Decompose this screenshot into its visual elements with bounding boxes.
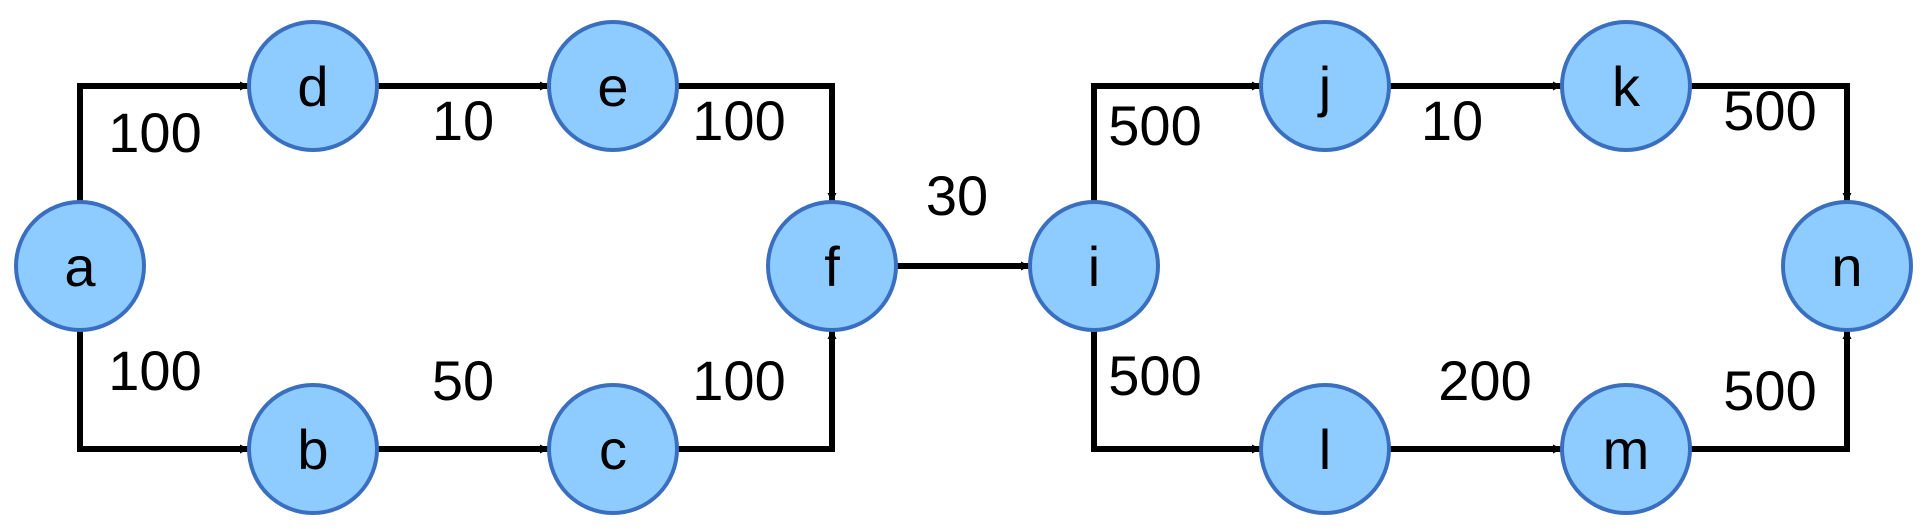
- edge-d-e: 10: [377, 81, 549, 152]
- node-a: a: [14, 200, 146, 332]
- node-label: m: [1603, 418, 1650, 481]
- node-label: e: [597, 55, 628, 118]
- edge-k-n: 500: [1690, 79, 1852, 202]
- node-c: c: [547, 383, 679, 515]
- edge-weight-label: 30: [926, 164, 988, 227]
- edge-weight-label: 100: [108, 339, 201, 402]
- edge-weight-label: 100: [692, 89, 785, 152]
- edge-weight-label: 100: [108, 101, 201, 164]
- edge-l-m: 200: [1389, 349, 1562, 454]
- node-circle: [1259, 383, 1391, 515]
- edge-weight-label: 500: [1723, 359, 1816, 422]
- edge-arrow: [1091, 81, 1261, 202]
- node-f: f: [766, 200, 898, 332]
- node-circle: [547, 20, 679, 152]
- node-label: n: [1831, 235, 1862, 298]
- edge-weight-label: 100: [692, 349, 785, 412]
- edge-weight-label: 500: [1108, 344, 1201, 407]
- node-circle: [1560, 383, 1692, 515]
- edge-m-n: 500: [1690, 330, 1852, 452]
- edge-arrow: [1690, 330, 1852, 452]
- node-label: j: [1317, 55, 1331, 118]
- node-circle: [547, 383, 679, 515]
- node-label: i: [1088, 235, 1100, 298]
- node-d: d: [247, 20, 379, 152]
- edge-weight-label: 10: [1421, 89, 1483, 152]
- edge-b-c: 50: [377, 349, 549, 454]
- node-circle: [766, 200, 898, 332]
- edge-a-d: 100: [77, 81, 249, 202]
- node-i: i: [1028, 200, 1160, 332]
- node-j: j: [1259, 20, 1391, 152]
- edge-layer: 100 10 100 100 50 100 30 500 10 500 500 200 500: [77, 79, 1852, 454]
- node-label: c: [599, 418, 627, 481]
- node-circle: [1560, 20, 1692, 152]
- node-n: n: [1781, 200, 1913, 332]
- node-label: a: [64, 235, 96, 298]
- edge-i-l: 500: [1091, 330, 1261, 454]
- node-label: l: [1319, 418, 1331, 481]
- node-circle: [247, 20, 379, 152]
- node-b: b: [247, 383, 379, 515]
- node-label: b: [297, 418, 328, 481]
- node-k: k: [1560, 20, 1692, 152]
- node-circle: [247, 383, 379, 515]
- node-circle: [1028, 200, 1160, 332]
- edge-f-i: 30: [896, 164, 1030, 271]
- edge-arrow: [677, 83, 837, 202]
- node-circle: [14, 200, 146, 332]
- edge-c-f: 100: [677, 330, 837, 452]
- edge-j-k: 10: [1389, 81, 1562, 152]
- node-circle: [1259, 20, 1391, 152]
- edge-e-f: 100: [677, 83, 837, 202]
- node-label: k: [1612, 55, 1641, 118]
- node-layer: a b c d e f i j k l m n: [14, 20, 1913, 515]
- edge-arrow: [77, 330, 249, 454]
- node-label: f: [824, 235, 840, 298]
- node-e: e: [547, 20, 679, 152]
- edge-weight-label: 10: [432, 89, 494, 152]
- edge-arrow: [77, 81, 249, 202]
- edge-weight-label: 500: [1723, 79, 1816, 142]
- edge-i-j: 500: [1091, 81, 1261, 202]
- edge-a-b: 100: [77, 330, 249, 454]
- edge-arrow: [1690, 83, 1852, 202]
- node-label: d: [297, 55, 328, 118]
- edge-weight-label: 500: [1108, 94, 1201, 157]
- edge-weight-label: 50: [432, 349, 494, 412]
- edge-weight-label: 200: [1438, 349, 1531, 412]
- node-m: m: [1560, 383, 1692, 515]
- edge-arrow: [1091, 330, 1261, 454]
- node-circle: [1781, 200, 1913, 332]
- edge-arrow: [677, 330, 837, 452]
- node-l: l: [1259, 383, 1391, 515]
